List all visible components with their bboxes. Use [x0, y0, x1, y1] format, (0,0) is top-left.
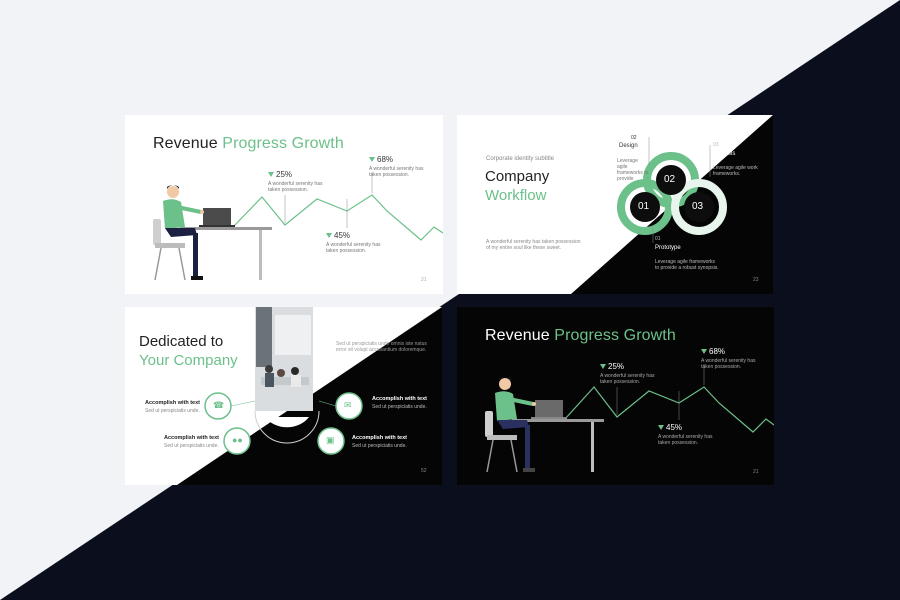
step3-label: Analysis — [713, 151, 736, 157]
slide1-stat2-text: A wonderful serenity has taken possessio… — [369, 166, 424, 178]
step1-label: Prototype — [655, 245, 681, 251]
slide4-title-part2: Progress Growth — [554, 327, 676, 344]
step1-number: 01 — [638, 201, 650, 212]
slide-revenue-light[interactable]: Revenue Progress Growth 25% A wonderful … — [125, 115, 443, 294]
slide3-item2-text: Sed ut perspiciatis unde. — [164, 443, 219, 449]
slide3-page-number: 52 — [421, 468, 427, 474]
slide4-stat2-value: 68% — [709, 347, 726, 356]
slide3-item3-text: Sed ut perspiciatis unde. — [372, 404, 427, 410]
slide1-stat3-value: 45% — [334, 231, 351, 240]
slide4-stat2-text: A wonderful serenity has taken possessio… — [701, 358, 756, 370]
slide2-title-line1: Company — [485, 168, 550, 185]
slide1-title-part2: Progress Growth — [222, 135, 344, 152]
step2-label: Design — [619, 143, 638, 149]
slide3-item4-text: Sed ut perspiciatis unde. — [352, 443, 407, 449]
step3-small-number: 03 — [713, 142, 719, 148]
briefcase-icon: ▣ — [326, 435, 335, 445]
chat-icon: ✉ — [344, 400, 352, 410]
slide2-title-line2: Workflow — [485, 187, 547, 204]
slide4-page-number: 21 — [753, 469, 759, 475]
slide1-stat3-text: A wonderful serenity has taken possessio… — [326, 242, 381, 254]
slide2-description: A wonderful serenity has taken possessio… — [486, 239, 581, 251]
slide-revenue-dark[interactable]: Revenue Progress Growth 25% A wonderful … — [457, 307, 774, 485]
slide3-title-line1: Dedicated to — [139, 333, 224, 350]
slide1-page-number: 21 — [421, 277, 427, 283]
slide2-subtitle: Corporate identity subtitle — [486, 156, 555, 162]
slide-workflow[interactable]: Corporate identity subtitle Company Work… — [457, 115, 773, 294]
slide3-item2-title: Accomplish with text — [164, 435, 220, 441]
slide3-item4-title: Accomplish with text — [352, 435, 408, 441]
slide1-title-part1: Revenue — [153, 135, 223, 152]
step3-text: Leverage agile work frameworks. — [713, 165, 758, 177]
slide3-title-line2: Your Company — [139, 352, 238, 369]
users-icon: ●● — [232, 435, 243, 445]
step2-number: 02 — [664, 174, 676, 185]
slide-dedicated-graphics — [177, 307, 442, 485]
slide-revenue-light-graphics — [153, 157, 443, 281]
step3-number: 03 — [692, 201, 704, 212]
step2-text: Leverage agile frameworks to provide — [617, 158, 649, 182]
slide1-stat2-value: 68% — [377, 155, 394, 164]
phone-icon: ☎ — [213, 400, 225, 410]
slide3-item3-title: Accomplish with text — [372, 396, 428, 402]
slide1-title: Revenue Progress Growth — [153, 135, 344, 153]
slide-dedicated[interactable]: Dedicated to Your Company Sed ut perspic… — [125, 307, 442, 485]
slide3-item1-text: Sed ut perspiciatis unde. — [145, 408, 200, 414]
slide2-page-number: 23 — [753, 277, 759, 283]
step2-small-number: 02 — [631, 135, 637, 141]
slide3-item1-title: Accomplish with text — [145, 400, 201, 406]
step1-text: Leverage agile frameworks to provide a r… — [655, 259, 719, 271]
slide4-stat3-text: A wonderful serenity has taken possessio… — [658, 434, 713, 446]
slide4-title: Revenue Progress Growth — [485, 327, 676, 345]
slide-revenue-dark-graphics — [485, 349, 774, 473]
slide4-title-part1: Revenue — [485, 327, 555, 344]
slide1-stat1-text: A wonderful serenity has taken possessio… — [268, 181, 323, 193]
slide4-stat1-text: A wonderful serenity has taken possessio… — [600, 373, 655, 385]
slide-workflow-graphics — [571, 115, 773, 294]
step1-small-number: 01 — [655, 236, 661, 242]
slide4-stat1-value: 25% — [608, 362, 625, 371]
slide4-stat3-value: 45% — [666, 423, 683, 432]
slide3-intro-text: Sed ut perspiciatis unde omnis iste natu… — [336, 341, 427, 353]
slide1-stat1-value: 25% — [276, 170, 293, 179]
